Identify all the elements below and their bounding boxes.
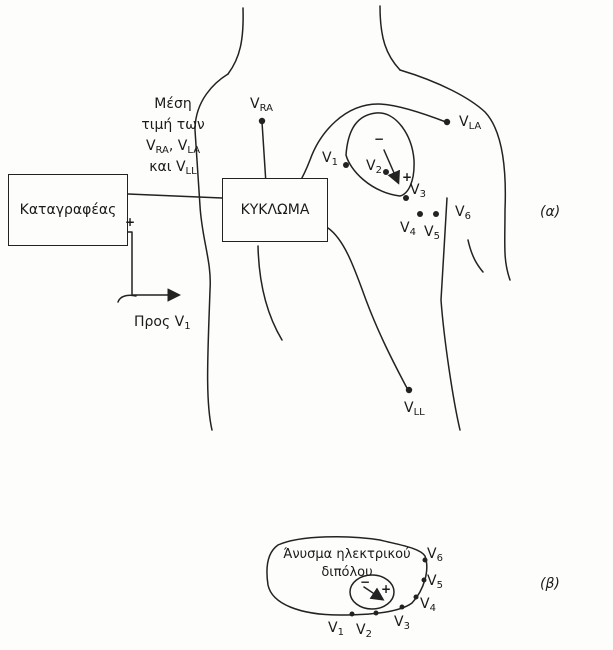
b-electrode-v1-label: V1 <box>328 620 344 636</box>
electrode-ll-label: VLL <box>404 400 425 416</box>
electrode-v2-dot <box>383 169 389 175</box>
ra-wire <box>262 122 266 184</box>
recorder-circuit-wire <box>128 194 222 198</box>
neck-right-line <box>380 6 400 70</box>
torso-left-line <box>258 246 282 340</box>
b-electrode-v6-label: V6 <box>427 546 443 562</box>
electrode-b-v3-dot <box>400 605 405 610</box>
figure-b-label: (β) <box>540 576 560 592</box>
heart-plus-sign-b: + <box>381 583 391 595</box>
b-electrode-v3-label: V3 <box>394 614 410 630</box>
dipole-line1: Άνυσμα ηλεκτρικού <box>272 546 422 564</box>
heart-minus-sign-a: − <box>374 133 384 145</box>
electrode-ra-dot <box>259 118 265 124</box>
electrode-v5-label: V5 <box>424 224 440 240</box>
electrode-v1-dot <box>343 162 349 168</box>
neck-left-line <box>228 8 243 74</box>
circuit-label: ΚΥΚΛΩΜΑ <box>241 202 310 218</box>
recorder-label: Καταγραφέας <box>20 202 117 218</box>
electrode-v2-label: V2 <box>366 158 382 174</box>
torso-right-line <box>441 198 460 430</box>
b-electrode-v2-label: V2 <box>356 622 372 638</box>
right-shoulder-outline <box>400 70 510 280</box>
hand-curve <box>118 295 136 302</box>
electrode-b-v5-dot <box>422 578 427 583</box>
electrode-ll-dot <box>406 387 412 393</box>
electrode-b-v2-dot <box>374 611 379 616</box>
average-line3: VRA, VLA <box>128 136 218 157</box>
electrode-v4-dot <box>417 211 423 217</box>
right-arm-inner <box>468 240 483 272</box>
heart-minus-sign-b: − <box>360 576 370 588</box>
dipole-vector-text: Άνυσμα ηλεκτρικού διπόλου <box>272 546 422 582</box>
to-v1-label: Προς V1 <box>134 314 191 330</box>
b-electrode-v5-label: V5 <box>427 573 443 589</box>
average-of-limb-leads-text: Μέση τιμή των VRA, VLA και VLL <box>128 94 218 178</box>
recorder-box: Καταγραφέας <box>8 174 128 246</box>
average-line2: τιμή των <box>128 115 218 136</box>
electrode-v5-dot <box>433 211 439 217</box>
electrode-la-dot <box>444 119 450 125</box>
electrode-v4-label: V4 <box>400 220 416 236</box>
electrode-b-v4-dot <box>414 595 419 600</box>
electrode-la-label: VLA <box>459 114 481 130</box>
figure-a-label: (α) <box>540 204 560 220</box>
heart-vector-arrow-a <box>384 150 398 182</box>
average-line1: Μέση <box>128 94 218 115</box>
heart-plus-sign-a: + <box>402 171 412 183</box>
b-electrode-v4-label: V4 <box>420 596 436 612</box>
electrode-v1-label: V1 <box>322 150 338 166</box>
average-line4: και VLL <box>128 157 218 178</box>
electrode-v3-dot <box>403 195 409 201</box>
dipole-line2: διπόλου <box>272 564 422 582</box>
electrode-v3-label: V3 <box>410 182 426 198</box>
circuit-box: ΚΥΚΛΩΜΑ <box>222 178 328 242</box>
ll-wire <box>328 228 408 390</box>
recorder-plus-sign: + <box>125 216 135 228</box>
electrode-ra-label: VRA <box>250 96 273 112</box>
recorder-plus-wire <box>128 232 178 295</box>
electrode-b-v1-dot <box>350 612 355 617</box>
electrode-v6-label: V6 <box>455 204 471 220</box>
